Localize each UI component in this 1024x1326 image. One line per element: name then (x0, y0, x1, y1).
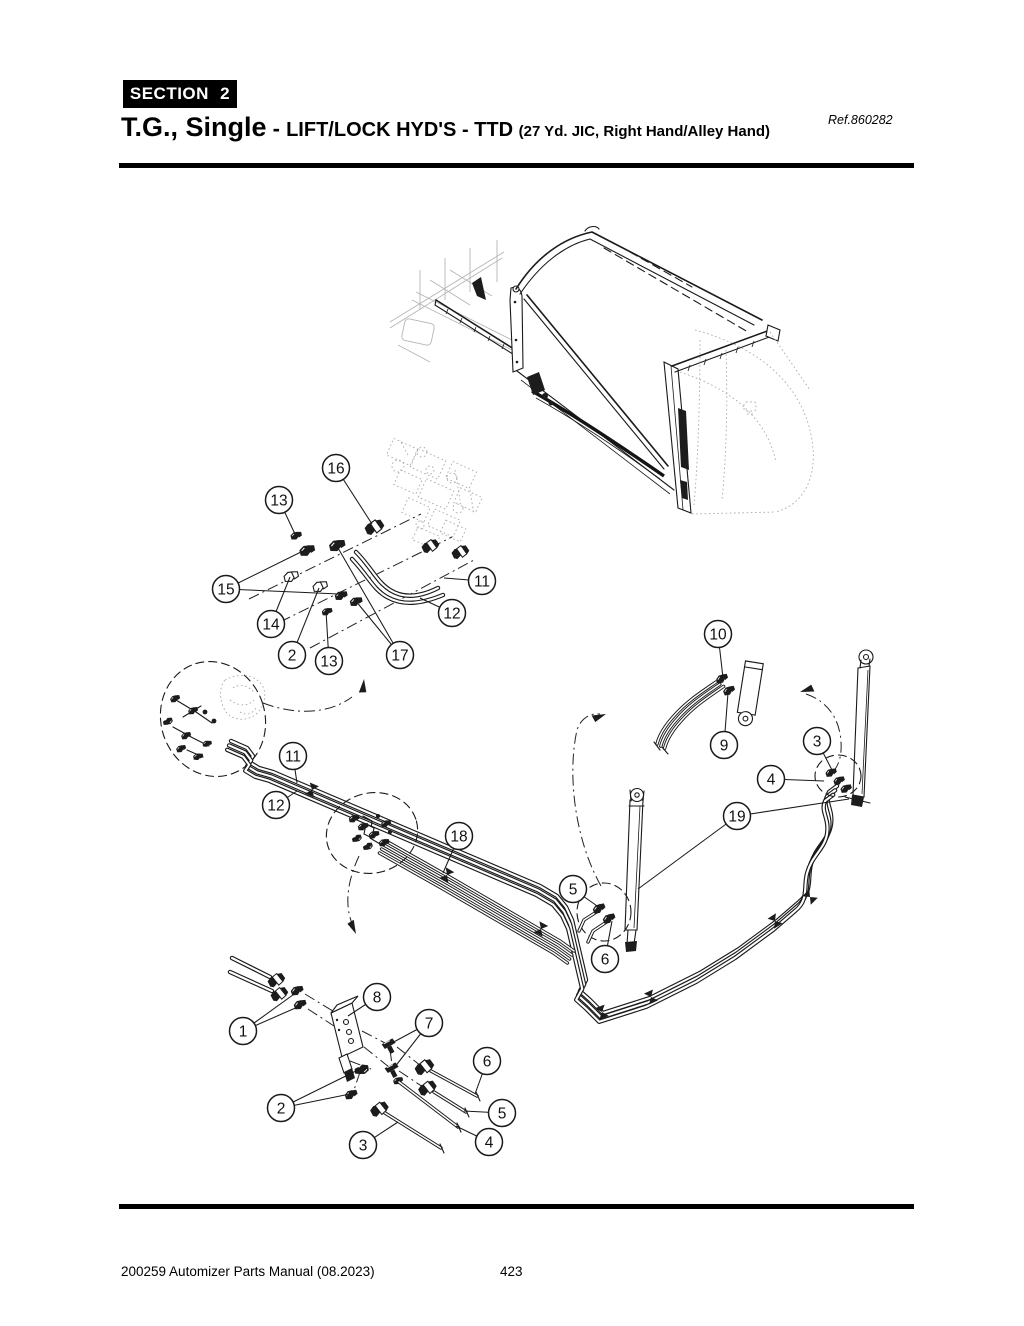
small-cylinder-detail (736, 660, 764, 727)
callout-12: 12 (419, 597, 467, 628)
svg-text:1: 1 (239, 1024, 248, 1041)
callout-13: 13 (264, 485, 296, 535)
svg-text:5: 5 (498, 1106, 507, 1123)
callout-5: 5 (558, 874, 601, 909)
callout-14: 14 (256, 576, 291, 639)
svg-text:18: 18 (450, 829, 467, 846)
callout-4: 4 (455, 1125, 504, 1157)
section-label: SECTION 2 (129, 84, 231, 103)
callout-19: 19 (637, 798, 850, 890)
reference-number: Ref.860282 (828, 113, 893, 127)
svg-text:15: 15 (217, 582, 234, 599)
title-note: (27 Yd. JIC, Right Hand/Alley Hand) (518, 123, 771, 140)
callout-9: 9 (709, 692, 739, 760)
callout-3: 3 (348, 1121, 399, 1160)
callout-4: 4 (756, 764, 825, 794)
svg-text:16: 16 (327, 461, 344, 478)
svg-text:17: 17 (391, 648, 408, 665)
callout-12: 12 (261, 790, 298, 820)
truck-body-illustration (389, 226, 814, 515)
svg-text:2: 2 (288, 648, 297, 665)
callout-17: 17 (337, 547, 415, 670)
svg-text:19: 19 (728, 809, 745, 826)
left-detail-ellipse (159, 660, 267, 778)
top-fitting-cluster (248, 513, 475, 649)
callout-16: 16 (321, 453, 373, 525)
svg-text:13: 13 (270, 493, 287, 510)
section-badge: SECTION 2 (123, 80, 237, 108)
right-base-fittings (814, 754, 862, 798)
svg-text:4: 4 (485, 1135, 494, 1152)
svg-text:6: 6 (483, 1054, 492, 1071)
svg-text:12: 12 (267, 798, 284, 815)
title-separator: - (266, 116, 287, 141)
svg-text:12: 12 (443, 606, 460, 623)
callout-11: 11 (443, 566, 497, 596)
callout-10: 10 (703, 619, 733, 679)
svg-text:14: 14 (262, 617, 280, 634)
callout-18: 18 (442, 821, 474, 874)
header-rule (119, 163, 914, 168)
callout-1: 1 (228, 991, 301, 1046)
title-main: T.G., Single (121, 112, 267, 142)
svg-text:9: 9 (720, 738, 729, 755)
footer-manual-title: 200259 Automizer Parts Manual (08.2023) (121, 1264, 375, 1279)
svg-text:3: 3 (359, 1138, 368, 1155)
callout-13: 13 (314, 610, 344, 676)
callout-11: 11 (278, 741, 308, 784)
ghost-valve-bank (385, 437, 483, 550)
title-subtitle: LIFT/LOCK HYD'S - TTD (286, 119, 519, 141)
callout-8: 8 (347, 982, 392, 1017)
svg-text:2: 2 (277, 1101, 286, 1118)
svg-text:10: 10 (709, 627, 727, 644)
callout-2: 2 (266, 1068, 361, 1123)
callout-15: 15 (211, 549, 340, 604)
mid-lift-cylinder (624, 787, 645, 952)
svg-text:5: 5 (569, 882, 578, 899)
svg-text:13: 13 (320, 654, 337, 671)
callout-5: 5 (463, 1098, 517, 1128)
cylinder-hoses (653, 670, 738, 755)
bottom-left-exploded-detail (230, 958, 481, 1154)
footer-rule (119, 1204, 914, 1209)
svg-text:6: 6 (601, 952, 610, 969)
svg-text:3: 3 (813, 734, 822, 751)
mid-detail-ellipse (325, 792, 419, 874)
callout-6: 6 (472, 1046, 502, 1095)
branch-5-6 (576, 882, 632, 944)
locator-arrows (262, 679, 842, 934)
page-title: T.G., Single - LIFT/LOCK HYD'S - TTD (27… (121, 112, 821, 143)
callout-7: 7 (389, 1008, 444, 1069)
svg-text:8: 8 (373, 990, 382, 1007)
main-hose-bundle (227, 741, 837, 1022)
svg-text:11: 11 (474, 574, 490, 591)
svg-text:4: 4 (767, 772, 776, 789)
callout-2: 2 (277, 587, 320, 670)
callout-3: 3 (802, 726, 833, 771)
callout-6: 6 (590, 920, 620, 974)
svg-text:7: 7 (425, 1016, 434, 1033)
svg-text:11: 11 (285, 749, 301, 766)
footer-page-number: 423 (500, 1264, 523, 1279)
